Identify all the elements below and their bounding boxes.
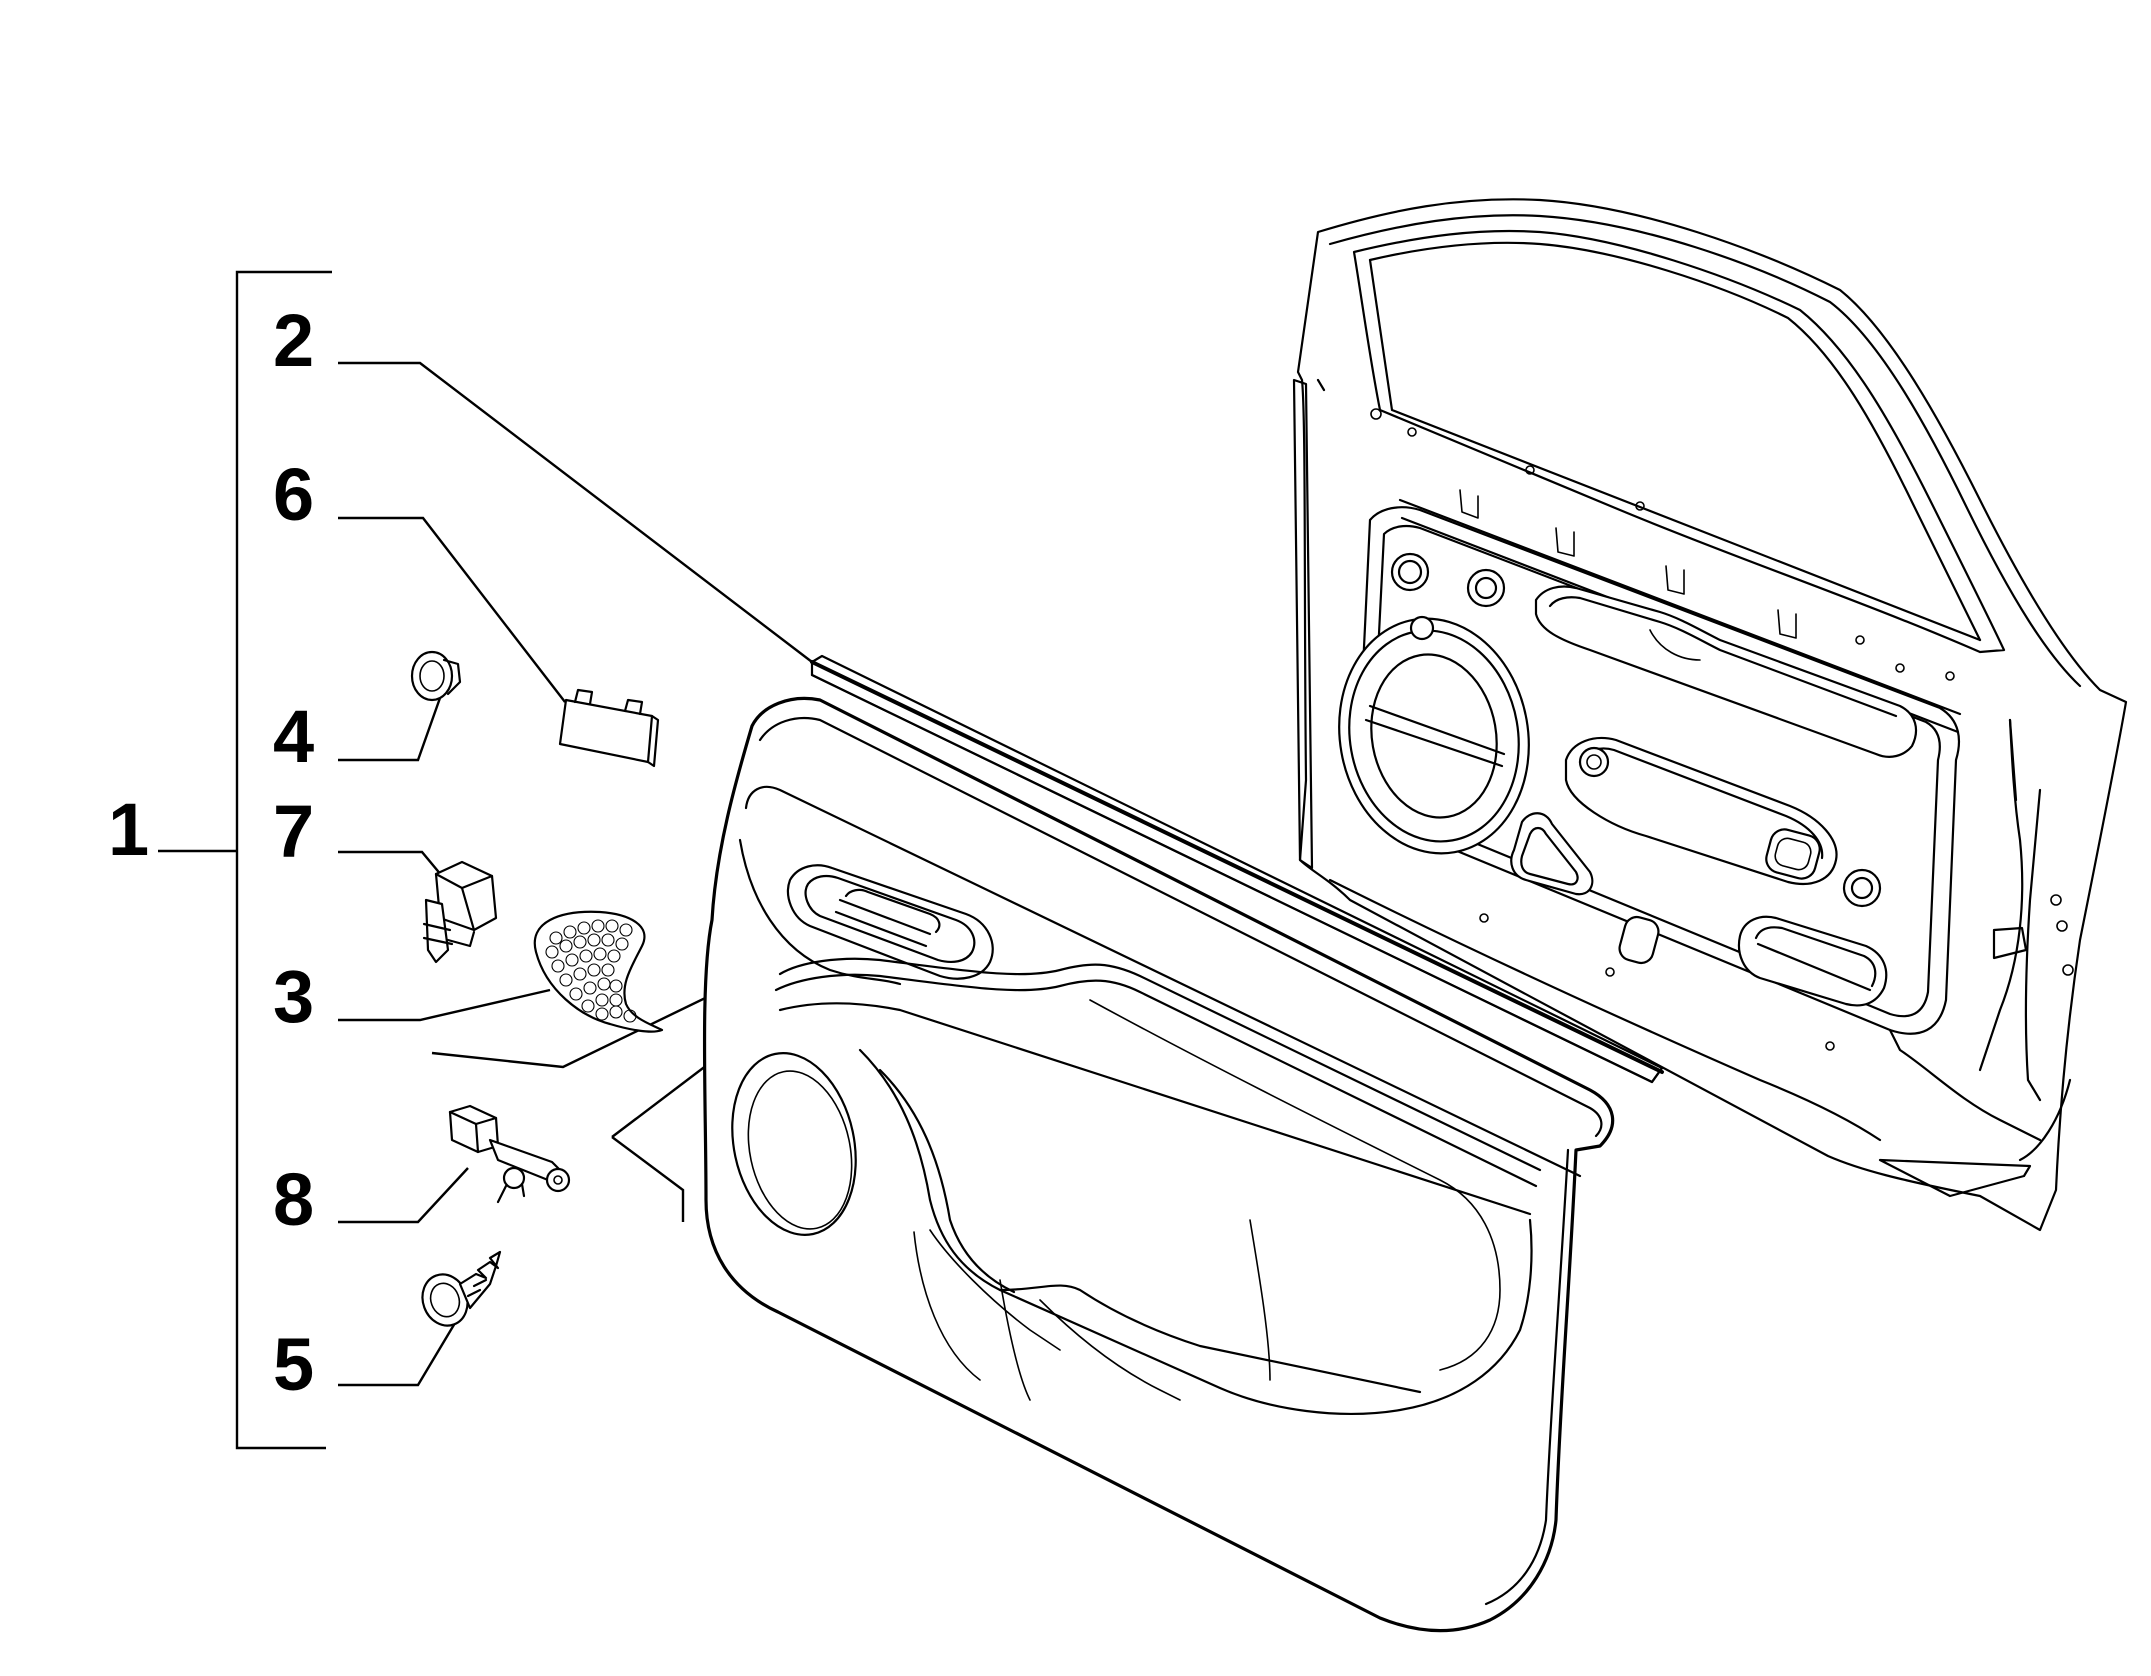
leader-3 [338, 988, 551, 1022]
part-8-latch-bracket [448, 1104, 571, 1204]
callout-3: 3 [273, 955, 314, 1038]
callout-4: 4 [273, 695, 314, 778]
callout-6: 6 [273, 453, 314, 536]
door-trim-panel [702, 696, 1615, 1633]
callout-5: 5 [273, 1323, 314, 1406]
leader-panel-b [611, 1136, 685, 1222]
leader-4 [338, 697, 442, 762]
callout-2: 2 [273, 299, 314, 382]
callout-1: 1 [108, 788, 149, 871]
part-2-sill-seal-strip [810, 654, 1664, 1084]
callout-7: 7 [273, 790, 314, 873]
assembly-bracket [158, 270, 332, 1450]
leader-7 [338, 850, 443, 877]
door-inner-frame [1292, 198, 2128, 1232]
part-7-bracket-clip [422, 860, 498, 964]
part-3-speaker-grille [533, 910, 664, 1033]
leader-2 [338, 361, 813, 663]
part-6-cap [558, 688, 660, 768]
part-5-push-fastener [421, 1250, 502, 1327]
leader-8 [338, 1167, 469, 1224]
leader-5 [338, 1317, 460, 1387]
leader-6 [338, 516, 566, 703]
part-4-round-clip [410, 650, 462, 702]
callout-8: 8 [273, 1158, 314, 1241]
